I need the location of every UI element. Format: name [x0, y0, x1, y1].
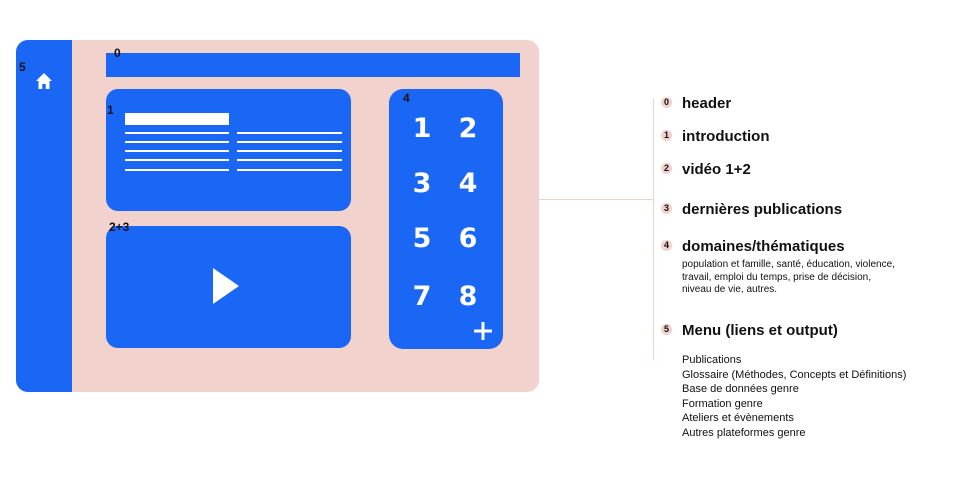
connector-line — [539, 199, 653, 200]
menu-link-item: Glossaire (Méthodes, Concepts et Définit… — [682, 368, 907, 381]
video-card — [106, 226, 351, 348]
zone-label-menu: 5 — [19, 60, 26, 74]
domain-number: 6 — [458, 223, 478, 254]
menu-link-item: Formation genre — [682, 397, 763, 410]
legend-label-header: header — [682, 95, 732, 112]
menu-link-item: Autres plateformes genre — [682, 427, 806, 439]
intro-text-line — [237, 141, 342, 143]
intro-text-line — [237, 150, 342, 152]
menu-link-item: Ateliers et évènements — [682, 412, 794, 425]
legend-badge: 2 — [661, 163, 672, 174]
legend-badge: 1 — [661, 130, 672, 141]
intro-text-line — [125, 159, 229, 161]
legend-badge: 0 — [661, 97, 672, 108]
intro-text-line — [125, 141, 229, 143]
header-bar — [106, 53, 520, 77]
menu-link-item: Publications — [682, 354, 742, 366]
intro-text-line — [125, 150, 229, 152]
website-mockup: 5 0 1 2+3 1 2 3 4 5 6 7 8 4 — [16, 40, 539, 392]
intro-text-line — [237, 169, 342, 171]
legend-label-domains: domaines/thématiques — [682, 238, 845, 255]
intro-text-line — [125, 169, 229, 171]
menu-link-item: Base de données genre — [682, 383, 799, 396]
sidebar-menu — [16, 40, 72, 392]
zone-label-header: 0 — [114, 46, 121, 60]
intro-title-placeholder — [125, 113, 229, 125]
domain-number: 1 — [412, 113, 432, 144]
legend-label-video: vidéo 1+2 — [682, 161, 751, 178]
domain-number: 4 — [458, 168, 478, 199]
domain-number: 2 — [458, 113, 478, 144]
intro-text-line — [237, 132, 342, 134]
legend-label-menu: Menu (liens et output) — [682, 322, 838, 339]
zone-label-introduction: 1 — [107, 103, 114, 117]
legend-description-domains: population et famille, santé, éducation,… — [682, 259, 895, 295]
introduction-card — [106, 89, 351, 211]
home-icon — [36, 73, 52, 89]
intro-text-line — [125, 132, 229, 134]
intro-text-line — [237, 159, 342, 161]
domain-number: 7 — [412, 281, 432, 312]
legend-label-publications: dernières publications — [682, 201, 843, 218]
domain-number: 3 — [412, 168, 432, 199]
plus-icon — [474, 322, 492, 340]
domains-card: 1 2 3 4 5 6 7 8 — [389, 89, 503, 349]
legend-badge: 5 — [661, 324, 672, 335]
play-icon — [213, 268, 239, 304]
domain-number: 5 — [412, 223, 432, 254]
legend-badge: 4 — [661, 240, 672, 251]
legend-label-introduction: introduction — [682, 128, 770, 145]
zone-label-domains: 4 — [403, 91, 410, 105]
zone-label-video: 2+3 — [109, 220, 130, 234]
legend-bracket-line — [653, 98, 654, 360]
domain-number: 8 — [458, 281, 478, 312]
legend-badge: 3 — [661, 203, 672, 214]
